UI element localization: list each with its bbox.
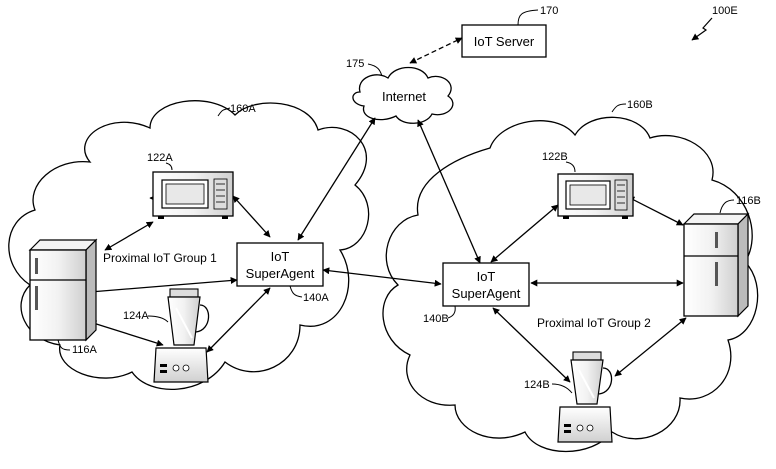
superagent-a-line2: SuperAgent (246, 266, 315, 281)
figure-ref: 100E (712, 5, 738, 17)
ref-140b: 140B (423, 313, 449, 325)
leader-175 (367, 63, 383, 77)
leader-122a (165, 162, 173, 171)
ref-140a: 140A (303, 292, 329, 304)
leader-116a (57, 339, 71, 351)
ref-122b: 122B (542, 151, 568, 163)
microwave-b (557, 173, 634, 219)
figure-ref-arrow (691, 17, 713, 41)
iot-server-box (461, 24, 547, 58)
group-label-2: Proximal IoT Group 2 (537, 316, 651, 330)
ref-175: 175 (346, 58, 364, 70)
internet-label: Internet (382, 89, 426, 104)
ref-124b: 124B (524, 379, 550, 391)
fridge-a (28, 238, 98, 342)
microwave-a (152, 171, 234, 219)
leader-160b (611, 103, 627, 113)
ref-170: 170 (540, 5, 558, 17)
group-label-1: Proximal IoT Group 1 (103, 251, 217, 265)
superagent-b-line2: SuperAgent (452, 286, 521, 301)
leader-140b (447, 305, 456, 319)
internet-cloud (352, 66, 454, 124)
leader-122b (565, 161, 576, 173)
leader-170 (517, 9, 539, 26)
leader-124b (551, 383, 573, 394)
connection-arrows (89, 37, 687, 383)
leader-124a (147, 315, 169, 323)
superagent-a-line1: IoT (271, 249, 290, 264)
ref-160b: 160B (627, 99, 653, 111)
superagent-box-a (236, 242, 324, 287)
superagent-b-line1: IoT (477, 269, 496, 284)
network-cloud-b (382, 116, 759, 452)
iot-server-label: IoT Server (474, 34, 535, 49)
ref-116b: 116B (736, 195, 761, 207)
fridge-b (682, 212, 750, 318)
ref-116a: 116A (72, 344, 98, 356)
leader-160a (217, 107, 231, 117)
superagent-box-b (442, 262, 530, 307)
leader-140a (289, 285, 303, 298)
ref-122a: 122A (147, 152, 173, 164)
blender-b (557, 351, 613, 443)
ref-124a: 124A (123, 310, 149, 322)
leader-116b (719, 199, 735, 214)
ref-160a: 160A (230, 103, 256, 115)
blender-a (153, 288, 210, 383)
